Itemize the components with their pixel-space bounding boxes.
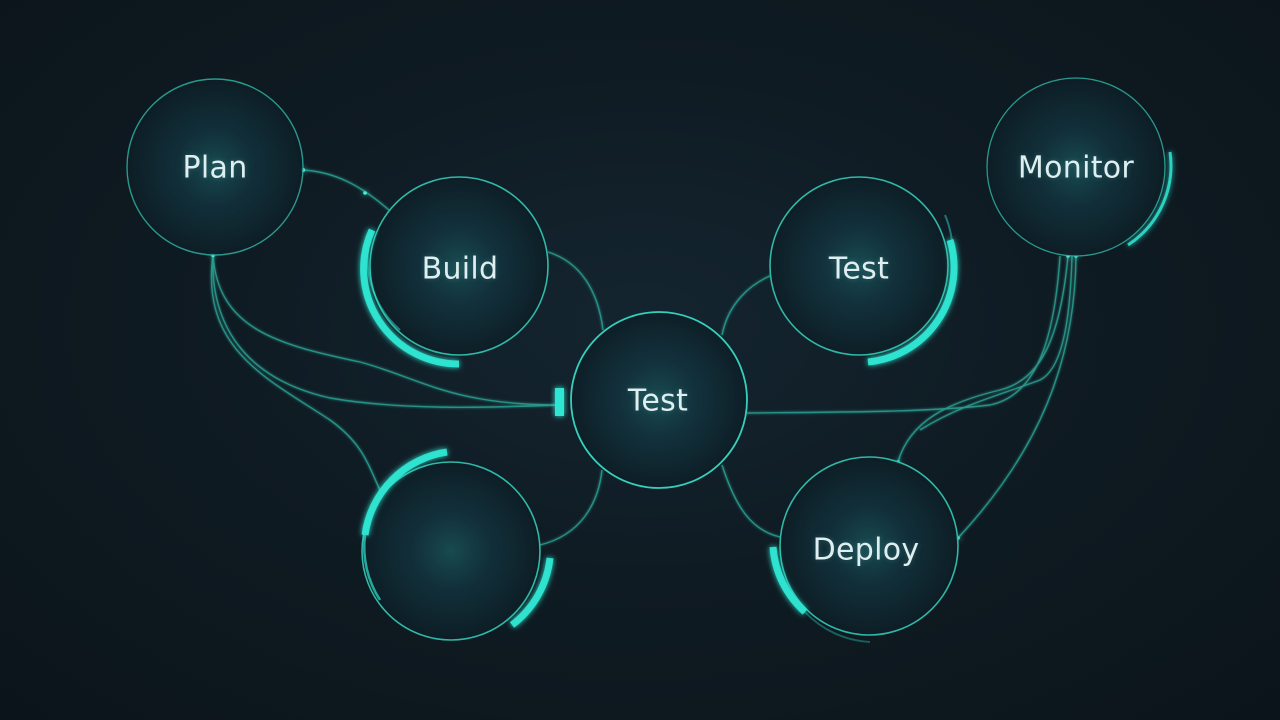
node-plan-hit[interactable] bbox=[127, 79, 303, 255]
progress-arc bbox=[769, 546, 808, 615]
node-monitor-hit[interactable] bbox=[987, 78, 1165, 256]
edge-test-monitor bbox=[746, 255, 1061, 414]
node-build-hit[interactable] bbox=[370, 177, 548, 355]
node-test-center-hit[interactable] bbox=[571, 312, 747, 488]
edge-build-test bbox=[547, 251, 604, 331]
edge-test-deploy bbox=[721, 464, 781, 538]
progress-arc bbox=[360, 228, 460, 368]
edge-monitor-deploy-2 bbox=[919, 255, 1073, 431]
port-marker bbox=[555, 388, 564, 416]
node-plan[interactable] bbox=[126, 78, 304, 256]
node-deploy[interactable] bbox=[769, 456, 959, 643]
edge-plan-build bbox=[302, 169, 390, 211]
edge-plan-unlabeled bbox=[210, 254, 381, 491]
edge-plan-test-2 bbox=[212, 254, 561, 408]
node-unlabeled[interactable] bbox=[361, 448, 554, 641]
progress-arc bbox=[1127, 151, 1173, 247]
edge-monitor-deploy-1 bbox=[897, 255, 1069, 463]
edge-test-test bbox=[721, 274, 773, 336]
node-deploy-hit[interactable] bbox=[780, 457, 958, 635]
node-build[interactable] bbox=[360, 176, 549, 368]
node-unlabeled-hit[interactable] bbox=[362, 462, 540, 640]
progress-arc bbox=[867, 238, 958, 366]
edge-test-unlabeled bbox=[539, 469, 603, 546]
edge-plan-test-1 bbox=[212, 254, 561, 406]
connectors bbox=[210, 169, 1077, 546]
node-test-right[interactable] bbox=[769, 176, 958, 366]
node-test-center[interactable] bbox=[555, 311, 748, 489]
progress-arc-top-left bbox=[361, 448, 448, 536]
node-test-right-hit[interactable] bbox=[770, 177, 948, 355]
edge-monitor-deploy-3 bbox=[957, 255, 1077, 539]
progress-arc-bottom-right bbox=[509, 557, 554, 628]
node-monitor[interactable] bbox=[986, 77, 1173, 257]
